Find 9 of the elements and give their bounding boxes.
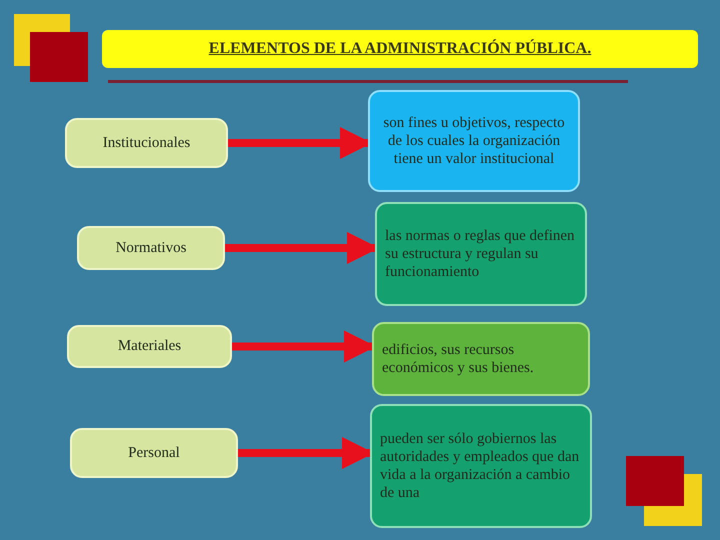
description-box: edificios, sus recursos económicos y sus bienes.	[372, 322, 590, 396]
category-box: Personal	[70, 428, 238, 478]
category-box: Institucionales	[65, 118, 228, 168]
title-banner: ELEMENTOS DE LA ADMINISTRACIÓN PÚBLICA.	[102, 30, 698, 68]
description-box: pueden ser sólo gobiernos las autoridades y empleados que dan vida a la organización a cambio de una	[370, 404, 592, 528]
description-box: son fines u objetivos, respecto de los cuales la organización tiene un valor institucional	[368, 90, 580, 192]
category-box: Materiales	[67, 325, 232, 368]
description-box: las normas o reglas que definen su estructura y regulan su funcionamiento	[375, 202, 587, 306]
category-box: Normativos	[77, 226, 225, 270]
